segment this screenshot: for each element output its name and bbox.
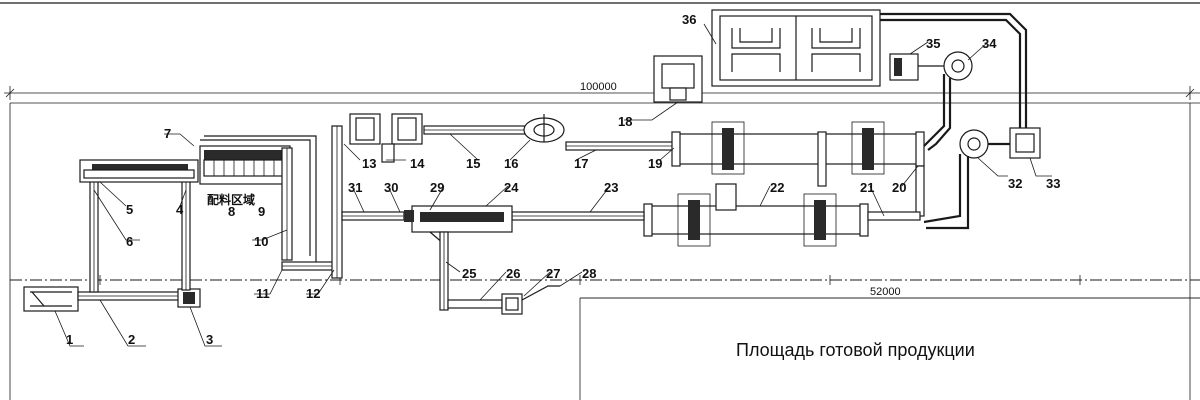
callout-8: 8	[228, 204, 235, 219]
conveyor-2	[77, 291, 187, 301]
callout-36: 36	[682, 12, 696, 27]
granulator-16	[523, 114, 565, 143]
callout-29: 29	[430, 180, 444, 195]
callout-27: 27	[546, 266, 560, 281]
screener-24	[411, 205, 513, 245]
cyclone-33	[1009, 127, 1041, 159]
conveyor-23	[511, 211, 645, 221]
dimension-overall-label: 100000	[580, 81, 617, 93]
callout-26: 26	[506, 266, 520, 281]
zone-label: 配料区域	[207, 192, 255, 207]
callout-numbers: 1 2 3 4 5 6 7 8 9 10 11 12 13 14 15 16 1…	[66, 12, 1060, 347]
cooler-22	[643, 183, 869, 247]
dust-box-18	[653, 55, 703, 103]
callout-35: 35	[926, 36, 940, 51]
callout-33: 33	[1046, 176, 1060, 191]
callout-34: 34	[982, 36, 997, 51]
dryer-19	[671, 121, 925, 187]
callout-20: 20	[892, 180, 906, 195]
callout-1: 1	[66, 332, 73, 347]
callout-23: 23	[604, 180, 618, 195]
callout-4: 4	[176, 202, 184, 217]
packing-27	[501, 293, 523, 315]
elevator-4	[181, 177, 191, 291]
callout-3: 3	[206, 332, 213, 347]
callout-32: 32	[1008, 176, 1022, 191]
dimension-finished-label: 52000	[870, 286, 901, 298]
callout-24: 24	[504, 180, 519, 195]
callout-19: 19	[648, 156, 662, 171]
callout-25: 25	[462, 266, 476, 281]
conveyor-31	[341, 211, 405, 221]
conveyor-21	[867, 211, 921, 221]
conveyor-25	[439, 231, 449, 311]
mixer-5	[79, 159, 199, 183]
silo-14	[381, 113, 423, 163]
link-20	[915, 165, 925, 217]
motor-35	[889, 53, 919, 81]
batching-bins-7: 配料区域	[199, 145, 291, 207]
callout-21: 21	[860, 180, 874, 195]
callout-17: 17	[574, 156, 588, 171]
dust-30	[404, 210, 414, 222]
packing-28	[521, 285, 560, 301]
callout-16: 16	[504, 156, 518, 171]
callout-22: 22	[770, 180, 784, 195]
callout-30: 30	[384, 180, 398, 195]
callout-31: 31	[348, 180, 362, 195]
fan-34	[918, 51, 973, 81]
fan-32	[959, 129, 989, 159]
callout-10: 10	[254, 234, 268, 249]
callout-6: 6	[126, 234, 133, 249]
furnace-36	[711, 9, 881, 87]
conveyor-15	[423, 125, 529, 135]
conveyor-11	[281, 261, 335, 271]
ducting	[880, 12, 1028, 230]
callout-11: 11	[256, 286, 270, 301]
conveyor-26	[447, 299, 503, 309]
callout-28: 28	[582, 266, 596, 281]
callout-9: 9	[258, 204, 265, 219]
silo-13	[349, 113, 381, 145]
callout-15: 15	[466, 156, 480, 171]
leaders	[54, 23, 1052, 347]
callout-18: 18	[618, 114, 632, 129]
conveyor-10	[200, 135, 317, 262]
hopper-1	[23, 286, 79, 312]
callout-12: 12	[306, 286, 320, 301]
callout-5: 5	[126, 202, 133, 217]
finished-area-label: Площадь готовой продукции	[736, 340, 975, 360]
elevator-12	[331, 125, 343, 279]
dimension-finished: 52000	[580, 286, 1200, 299]
elevator-3	[177, 288, 201, 308]
dimension-overall: 100000	[4, 81, 1200, 100]
callout-7: 7	[164, 126, 171, 141]
callout-13: 13	[362, 156, 376, 171]
callout-14: 14	[410, 156, 425, 171]
conveyor-17	[565, 141, 677, 151]
callout-2: 2	[128, 332, 135, 347]
